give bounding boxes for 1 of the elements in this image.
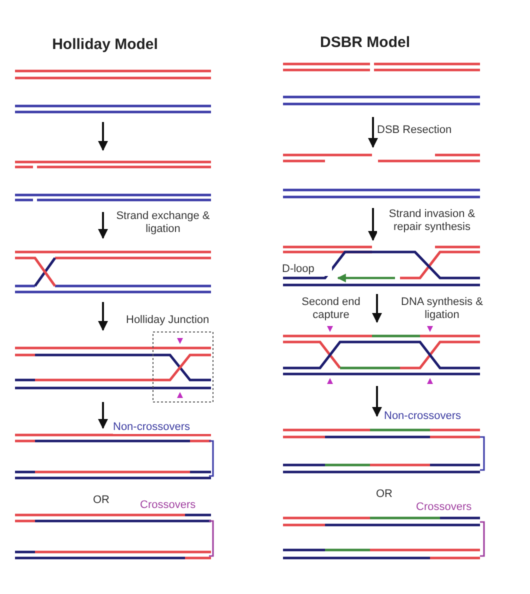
structure-label: D-loop (282, 263, 332, 276)
